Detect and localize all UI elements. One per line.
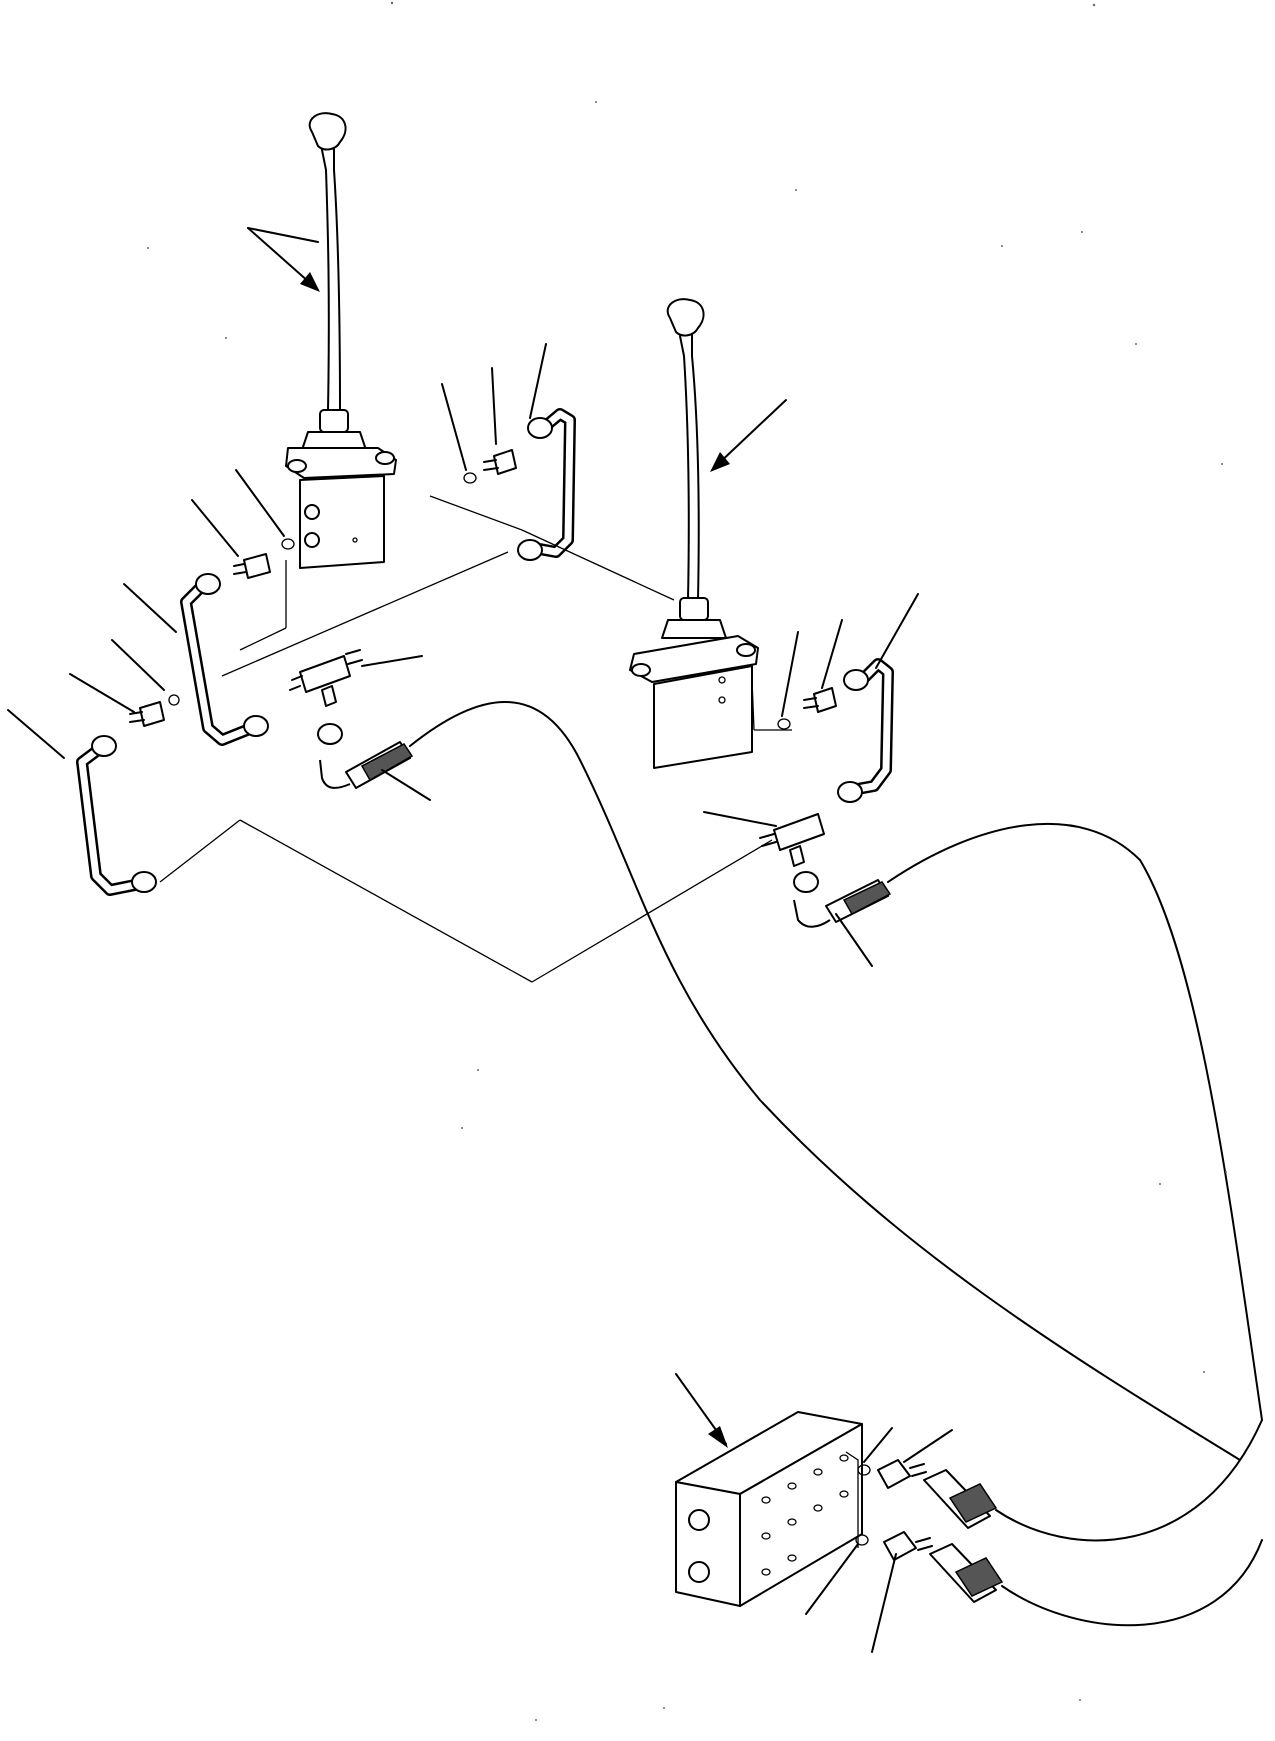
pipe-lower-left [76, 735, 157, 896]
pipe-right-valve [837, 658, 894, 803]
manifold-hose-ends [855, 1419, 1263, 1627]
o-ring [281, 538, 295, 550]
hose-left [319, 701, 1241, 1461]
hose-right [793, 823, 1263, 1421]
callout-leader-lines [7, 343, 953, 1653]
fittings-left-cluster [129, 538, 295, 727]
control-lever-right [629, 298, 787, 769]
scan-noise [147, 1, 1227, 1721]
alignment-lines [159, 495, 792, 983]
fittings-top-center-cluster [463, 449, 517, 484]
adapter-fitting [243, 553, 271, 579]
manifold-block [675, 1373, 863, 1607]
pipe-top-center [517, 408, 576, 561]
fittings-right-cluster [777, 687, 837, 730]
pipe-upper-left-valve [180, 573, 269, 746]
control-lever-left [247, 112, 397, 569]
tee-fitting-right [759, 813, 825, 893]
tee-fitting-left [289, 649, 363, 745]
